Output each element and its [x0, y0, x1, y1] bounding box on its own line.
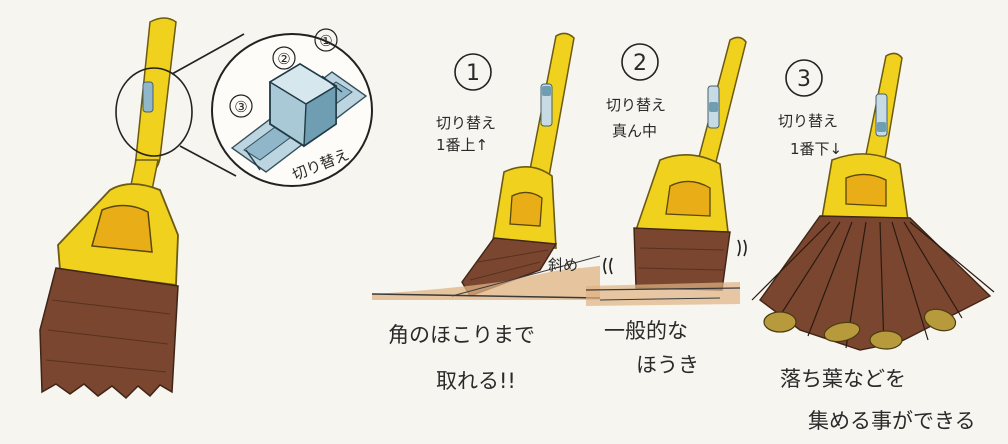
panel-3-number: 3: [785, 59, 823, 97]
panel-2-motion-marks: [603, 239, 747, 275]
caption-3-line1: 落ち葉などを: [780, 367, 906, 391]
zoom-indicator: [115, 33, 245, 177]
svg-text:②: ②: [277, 50, 290, 68]
panel-3-note-line2: 1番下↓: [790, 140, 842, 158]
svg-text:1: 1: [466, 61, 480, 86]
caption-3-line2: 集める事ができる: [808, 409, 976, 433]
panel-1-note-line2: 1番上↑: [436, 136, 488, 154]
panel-2-floor: [585, 282, 741, 306]
svg-text:①: ①: [319, 32, 332, 50]
panel-1-number: 1: [454, 53, 492, 91]
caption-2-line2: ほうき: [636, 353, 699, 377]
zoom-position-number-3: ③: [229, 94, 253, 118]
panel-1-side-label: 斜め: [548, 256, 578, 274]
main-broom-illustration: [39, 17, 179, 400]
panel-2-number: 2: [621, 43, 659, 81]
panel-2-note-line2: 真ん中: [612, 122, 657, 140]
panel-3-broom: [759, 52, 992, 351]
panel-1-floor: [371, 255, 601, 300]
svg-text:2: 2: [633, 51, 647, 76]
svg-text:3: 3: [797, 67, 811, 92]
svg-text:③: ③: [234, 98, 247, 116]
panel-1-note-line1: 切り替え: [436, 114, 496, 132]
caption-1-line1: 角のほこりまで: [388, 323, 535, 347]
zoom-position-number-2: ②: [272, 46, 296, 70]
panel-2-broom: [633, 36, 747, 291]
zoom-position-number-1: ①: [314, 28, 338, 52]
panel-1-broom: [461, 32, 575, 297]
selector-zoom-detail: [211, 33, 373, 187]
panel-2-note-line1: 切り替え: [606, 96, 666, 114]
panel-3-leaves: [763, 308, 957, 350]
panel-3-bristle-strands: [751, 221, 995, 349]
caption-2-line1: 一般的な: [604, 319, 688, 343]
panel-3-note-line1: 切り替え: [778, 112, 838, 130]
caption-1-line2: 取れる!!: [436, 369, 516, 393]
